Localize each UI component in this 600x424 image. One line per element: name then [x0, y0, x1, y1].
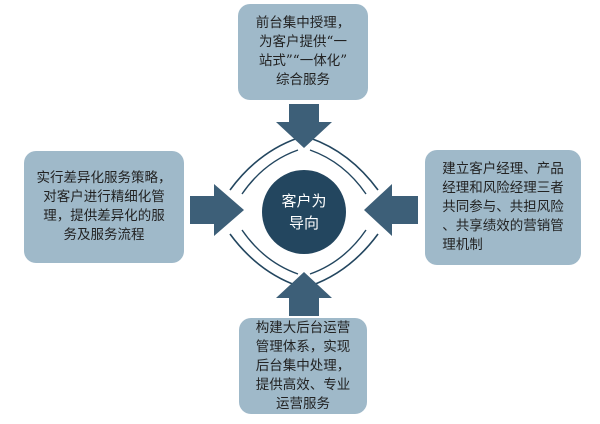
- center-label: 客户为 导向: [281, 192, 327, 232]
- top-box-text: 前台集中授理， 为客户提供“一 站式”“一体化” 综合服务: [255, 15, 351, 88]
- center-node: 客户为 导向: [262, 170, 346, 254]
- right-box: 建立客户经理、产品 经理和风险经理三者 共同参与、共担风险 、共享绩效的营销管 …: [425, 150, 581, 265]
- arrow-down-icon: [276, 104, 332, 148]
- arrow-left-icon: [364, 184, 418, 236]
- frame-arc-top-right: [309, 137, 379, 191]
- left-box-text: 实行差异化服务策略， 对客户进行精细化管 理，提供差异化的服 务及服务流程: [36, 170, 172, 243]
- frame-arc-bottom-right: [309, 233, 379, 287]
- left-box: 实行差异化服务策略， 对客户进行精细化管 理，提供差异化的服 务及服务流程: [24, 151, 184, 263]
- diamond-frame-inner: [241, 149, 367, 275]
- arrow-up-icon: [276, 272, 332, 316]
- bottom-box: 构建大后台运营 管理体系，实现 后台集中处理， 提供高效、专业 运营服务: [239, 318, 367, 414]
- top-box: 前台集中授理， 为客户提供“一 站式”“一体化” 综合服务: [238, 4, 368, 100]
- bottom-box-text: 构建大后台运营 管理体系，实现 后台集中处理， 提供高效、专业 运营服务: [255, 319, 351, 412]
- right-box-text: 建立客户经理、产品 经理和风险经理三者 共同参与、共担风险 、共享绩效的营销管 …: [442, 161, 564, 253]
- diamond-frame: [229, 137, 379, 287]
- frame-arc-bottom-left: [229, 233, 299, 287]
- frame-arc-top-left: [229, 137, 299, 191]
- arrow-right-icon: [190, 184, 244, 236]
